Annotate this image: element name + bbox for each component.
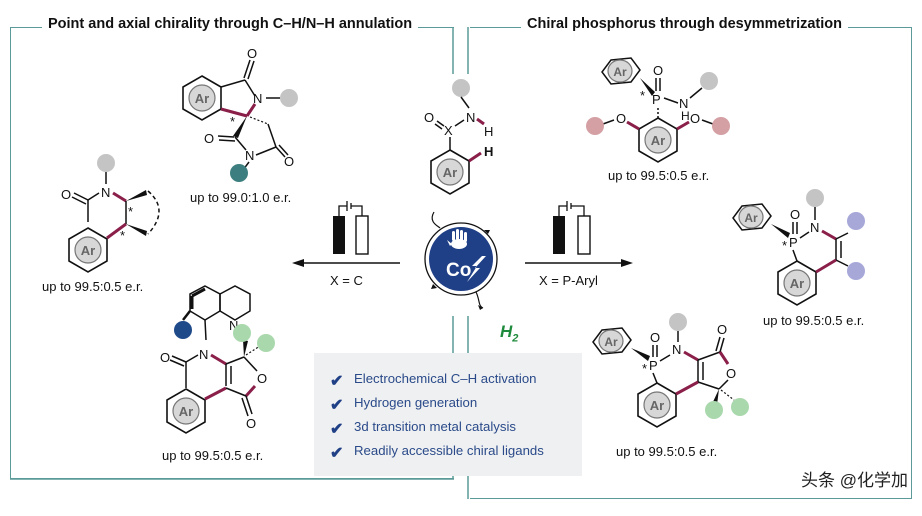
svg-text:O: O [790, 207, 800, 222]
svg-text:H: H [681, 109, 690, 123]
left-reaction-arrow [292, 259, 400, 267]
svg-text:Ar: Ar [179, 404, 193, 419]
svg-text:Ar: Ar [790, 276, 804, 291]
er-label-alkyne-product: up to 99.5:0.5 e.r. [763, 313, 865, 328]
svg-text:*: * [782, 238, 787, 253]
svg-text:O: O [650, 330, 660, 345]
svg-text:O: O [247, 46, 257, 61]
svg-text:N: N [245, 148, 254, 163]
substrate-r-group-ball [452, 79, 470, 97]
svg-text:O: O [690, 111, 700, 126]
svg-text:O: O [246, 416, 256, 431]
butenolide-annulation-structure: Ar P * O N O O Ar [592, 313, 749, 428]
spiro-succinimide-structure: Ar O N * O N O [182, 46, 298, 182]
svg-text:Ar: Ar [195, 91, 209, 106]
feature-item: ✔Electrochemical C–H activation [330, 371, 537, 390]
cobalt-catalyst-icon: Co [424, 211, 498, 310]
right-condition-label: X = P-Aryl [539, 273, 598, 288]
watermark: 头条 @化学加 [799, 466, 910, 491]
svg-text:O: O [424, 110, 434, 125]
svg-text:O: O [717, 322, 727, 337]
svg-text:O: O [61, 187, 71, 202]
substrate-x-label: X [444, 123, 453, 138]
svg-text:N: N [810, 220, 819, 235]
left-panel-title: Point and axial chirality through C–H/N–… [42, 16, 419, 32]
er-label-butenolide-product: up to 99.5:0.5 e.r. [616, 444, 718, 459]
svg-text:*: * [640, 88, 645, 103]
lightning-bolt-icon [467, 256, 486, 282]
catalyst-label: Co [446, 260, 471, 281]
svg-text:N: N [253, 91, 262, 106]
er-label-phosphinamide: up to 99.5:0.5 e.r. [608, 168, 710, 183]
dihydroisoquinolinone-structure: N O Ar * * [61, 154, 160, 273]
svg-text:N: N [679, 96, 688, 111]
er-label-axially-chiral: up to 99.5:0.5 e.r. [162, 448, 264, 463]
quinolinyl-isoquinolinone-structure: N N O Ar O O [160, 285, 275, 434]
svg-text:P: P [652, 92, 661, 107]
svg-text:P: P [789, 235, 798, 250]
svg-text:Ar: Ar [651, 133, 665, 148]
svg-text:O: O [653, 63, 663, 78]
features-box: ✔Electrochemical C–H activation ✔Hydroge… [314, 353, 582, 476]
check-icon: ✔ [330, 421, 344, 438]
svg-text:*: * [120, 228, 125, 243]
feature-item: ✔Hydrogen generation [330, 395, 478, 414]
svg-text:H: H [484, 124, 493, 139]
svg-text:N: N [672, 342, 681, 357]
svg-text:P: P [649, 358, 658, 373]
svg-text:Ar: Ar [650, 398, 664, 413]
hand-icon [447, 229, 467, 249]
svg-text:Ar: Ar [81, 243, 95, 258]
phosphinamide-structure: Ar P * O N H Ar O O [586, 57, 730, 163]
svg-text:*: * [128, 204, 133, 219]
right-electrochemical-cell-icon [553, 201, 591, 255]
right-panel-title: Chiral phosphorus through desymmetrizati… [521, 16, 848, 32]
svg-text:N: N [101, 185, 110, 200]
substrate-structure: N H X O Ar H [424, 79, 493, 195]
svg-text:H: H [484, 144, 493, 159]
svg-text:O: O [204, 131, 214, 146]
svg-text:*: * [230, 114, 235, 129]
right-reaction-arrow [525, 259, 633, 267]
svg-text:Ar: Ar [613, 65, 627, 79]
substrate-n-label: N [466, 110, 475, 125]
svg-text:*: * [642, 361, 647, 376]
svg-text:O: O [160, 350, 170, 365]
alkyne-annulation-structure: Ar P * O N Ar [732, 189, 865, 306]
svg-text:O: O [284, 154, 294, 169]
svg-text:O: O [726, 366, 736, 381]
svg-text:Ar: Ar [604, 335, 618, 349]
check-icon: ✔ [330, 373, 344, 390]
check-icon: ✔ [330, 397, 344, 414]
er-label-dihydroisoquinolinone: up to 99.5:0.5 e.r. [42, 279, 144, 294]
er-label-spiro: up to 99.0:1.0 e.r. [190, 190, 292, 205]
svg-text:O: O [257, 371, 267, 386]
svg-text:O: O [616, 111, 626, 126]
feature-item: ✔3d transition metal catalysis [330, 419, 516, 438]
hydrogen-byproduct-label: H2 [500, 322, 519, 345]
left-condition-label: X = C [330, 273, 363, 288]
svg-text:Ar: Ar [744, 211, 758, 225]
left-electrochemical-cell-icon [333, 201, 369, 255]
feature-item: ✔Readily accessible chiral ligands [330, 443, 544, 462]
check-icon: ✔ [330, 445, 344, 462]
svg-text:N: N [229, 318, 238, 333]
svg-text:Ar: Ar [443, 165, 457, 180]
svg-text:N: N [199, 347, 208, 362]
